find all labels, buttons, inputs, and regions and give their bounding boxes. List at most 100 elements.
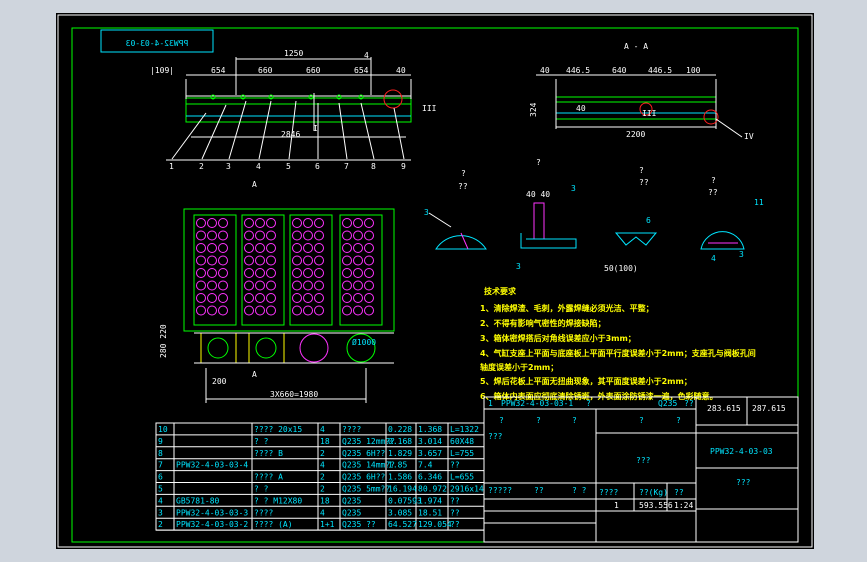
tb-top-2: 287.615 [752, 404, 786, 413]
roman-iv: IV [744, 132, 754, 141]
filter-hole [266, 280, 276, 291]
bom-cell-w1: 1.586 [388, 473, 412, 482]
bom-cell-no: 4 [158, 496, 163, 505]
detail-q7: ?? [708, 188, 718, 197]
filter-hole [364, 255, 374, 266]
filter-hole [266, 230, 276, 241]
bom-cell-note: 2916x14 [450, 485, 484, 494]
plan-a-top: A [252, 180, 257, 189]
sec-dim-324: 324 [529, 102, 538, 117]
detail-11: 11 [754, 198, 764, 207]
filter-hole [342, 293, 352, 303]
filter-hole [353, 268, 363, 278]
filter-hole [303, 280, 313, 291]
filter-hole [353, 305, 363, 316]
filter-hole [303, 230, 313, 241]
bom-cell-w2: 6.346 [418, 473, 442, 482]
filter-hole [342, 230, 352, 241]
detail-5010: 50(100) [604, 264, 638, 273]
bom-cell-mat: Q235 12mm?? [342, 437, 395, 446]
detail-3d: 3 [739, 250, 744, 259]
detail-q4: ? [639, 166, 644, 175]
sec-dim-446a: 446.5 [566, 66, 590, 75]
detail-views: 3 ? ?? 40 40 ? 3 50(100) 3 ? ?? 6 ? ?? 1… [424, 158, 764, 273]
bom-cell-code: PPW32-4-03-03-2 [176, 520, 248, 529]
bom-cell-w2: 1.368 [418, 425, 442, 434]
roman-iii-top: III [422, 104, 437, 113]
filter-hole [244, 268, 254, 278]
bom-cell-w1: 0.228 [388, 425, 412, 434]
dim-654a: 654 [211, 66, 226, 75]
tb-weight-hdr2: ??(Kg) [639, 488, 668, 497]
filter-hole [314, 230, 324, 241]
tb-scale: 1:24 [674, 501, 693, 510]
bom-cell-qty: 1+1 [320, 520, 335, 529]
bom-cell-no: 10 [158, 425, 168, 434]
tb-row1-note: ?? [684, 399, 694, 408]
balloon-3: 3 [226, 162, 231, 171]
filter-hole [244, 230, 254, 241]
filter-hole [266, 268, 276, 278]
tb-company: ??? [736, 478, 751, 487]
filter-hole [303, 218, 313, 228]
detail-4040: 40 40 [526, 190, 550, 199]
filter-hole [218, 230, 228, 241]
sec-dim-inner: 40 [576, 104, 586, 113]
plan-dim-h: 280 220 [159, 324, 168, 358]
filter-holes [196, 218, 374, 316]
filter-hole [196, 218, 206, 228]
balloon-1: 1 [169, 162, 174, 171]
tech-note-1: 1、清除焊渣、毛刺，外露焊缝必须光洁、平整； [480, 303, 654, 314]
balloon-9: 9 [401, 162, 406, 171]
filter-hole [353, 218, 363, 228]
drawing-frame [71, 27, 799, 543]
filter-hole [314, 280, 324, 291]
bom-cell-w1: 64.527 [388, 520, 417, 529]
bom-cell-name: ? ? [254, 437, 269, 446]
filter-hole [196, 280, 206, 291]
bom-cell-qty: 2 [320, 449, 325, 458]
bom-cell-no: 8 [158, 449, 163, 458]
filter-hole [196, 230, 206, 241]
filter-hole [303, 293, 313, 303]
title-block: 283.615 287.615 1 PPW32-4-03-03-1 ? Q235… [483, 396, 799, 543]
balloon-8: 8 [371, 162, 376, 171]
filter-hole [218, 218, 228, 228]
filter-hole [303, 305, 313, 316]
bom-cell-w1: 0.168 [388, 437, 412, 446]
filter-hole [364, 305, 374, 316]
bom-cell-note: ?? [450, 496, 460, 505]
filter-hole [342, 305, 352, 316]
filter-hole [207, 230, 217, 241]
bom-cell-qty: 2 [320, 473, 325, 482]
part-balloons: 1 2 3 4 5 6 7 8 9 [166, 100, 411, 171]
plan-dim-total: 3X660=1980 [270, 390, 318, 399]
tb-misc-1: ??? [488, 432, 503, 441]
section-aa: A - A 40 446.5 640 446.5 100 2200 324 40… [529, 42, 754, 141]
tb-weight-hdr: ???? [599, 488, 618, 497]
bom-cell-w2: 1.974 [418, 496, 442, 505]
filter-hole [266, 305, 276, 316]
top-balloon-4: 4 [364, 51, 369, 60]
tb-drawing-no: PPW32-4-03-03 [710, 447, 773, 456]
filter-hole [342, 243, 352, 253]
filter-hole [244, 255, 254, 266]
roman-i: I [313, 124, 318, 133]
bom-cell-qty: 4 [320, 425, 325, 434]
balloon-2: 2 [199, 162, 204, 171]
filter-hole [255, 268, 265, 278]
tb-row1-q: ? [586, 399, 591, 408]
detail-3a: 3 [424, 208, 429, 217]
filter-hole [244, 218, 254, 228]
filter-hole [207, 280, 217, 291]
bom-cell-w1: 1.829 [388, 449, 412, 458]
filter-hole [218, 268, 228, 278]
filter-hole [342, 218, 352, 228]
filter-hole [353, 280, 363, 291]
bom-cell-no: 9 [158, 437, 163, 446]
sec-dim-40: 40 [540, 66, 550, 75]
filter-hole [218, 243, 228, 253]
bom-cell-name: ? ? [254, 485, 269, 494]
bom-cell-mat: Q235 [342, 496, 361, 505]
